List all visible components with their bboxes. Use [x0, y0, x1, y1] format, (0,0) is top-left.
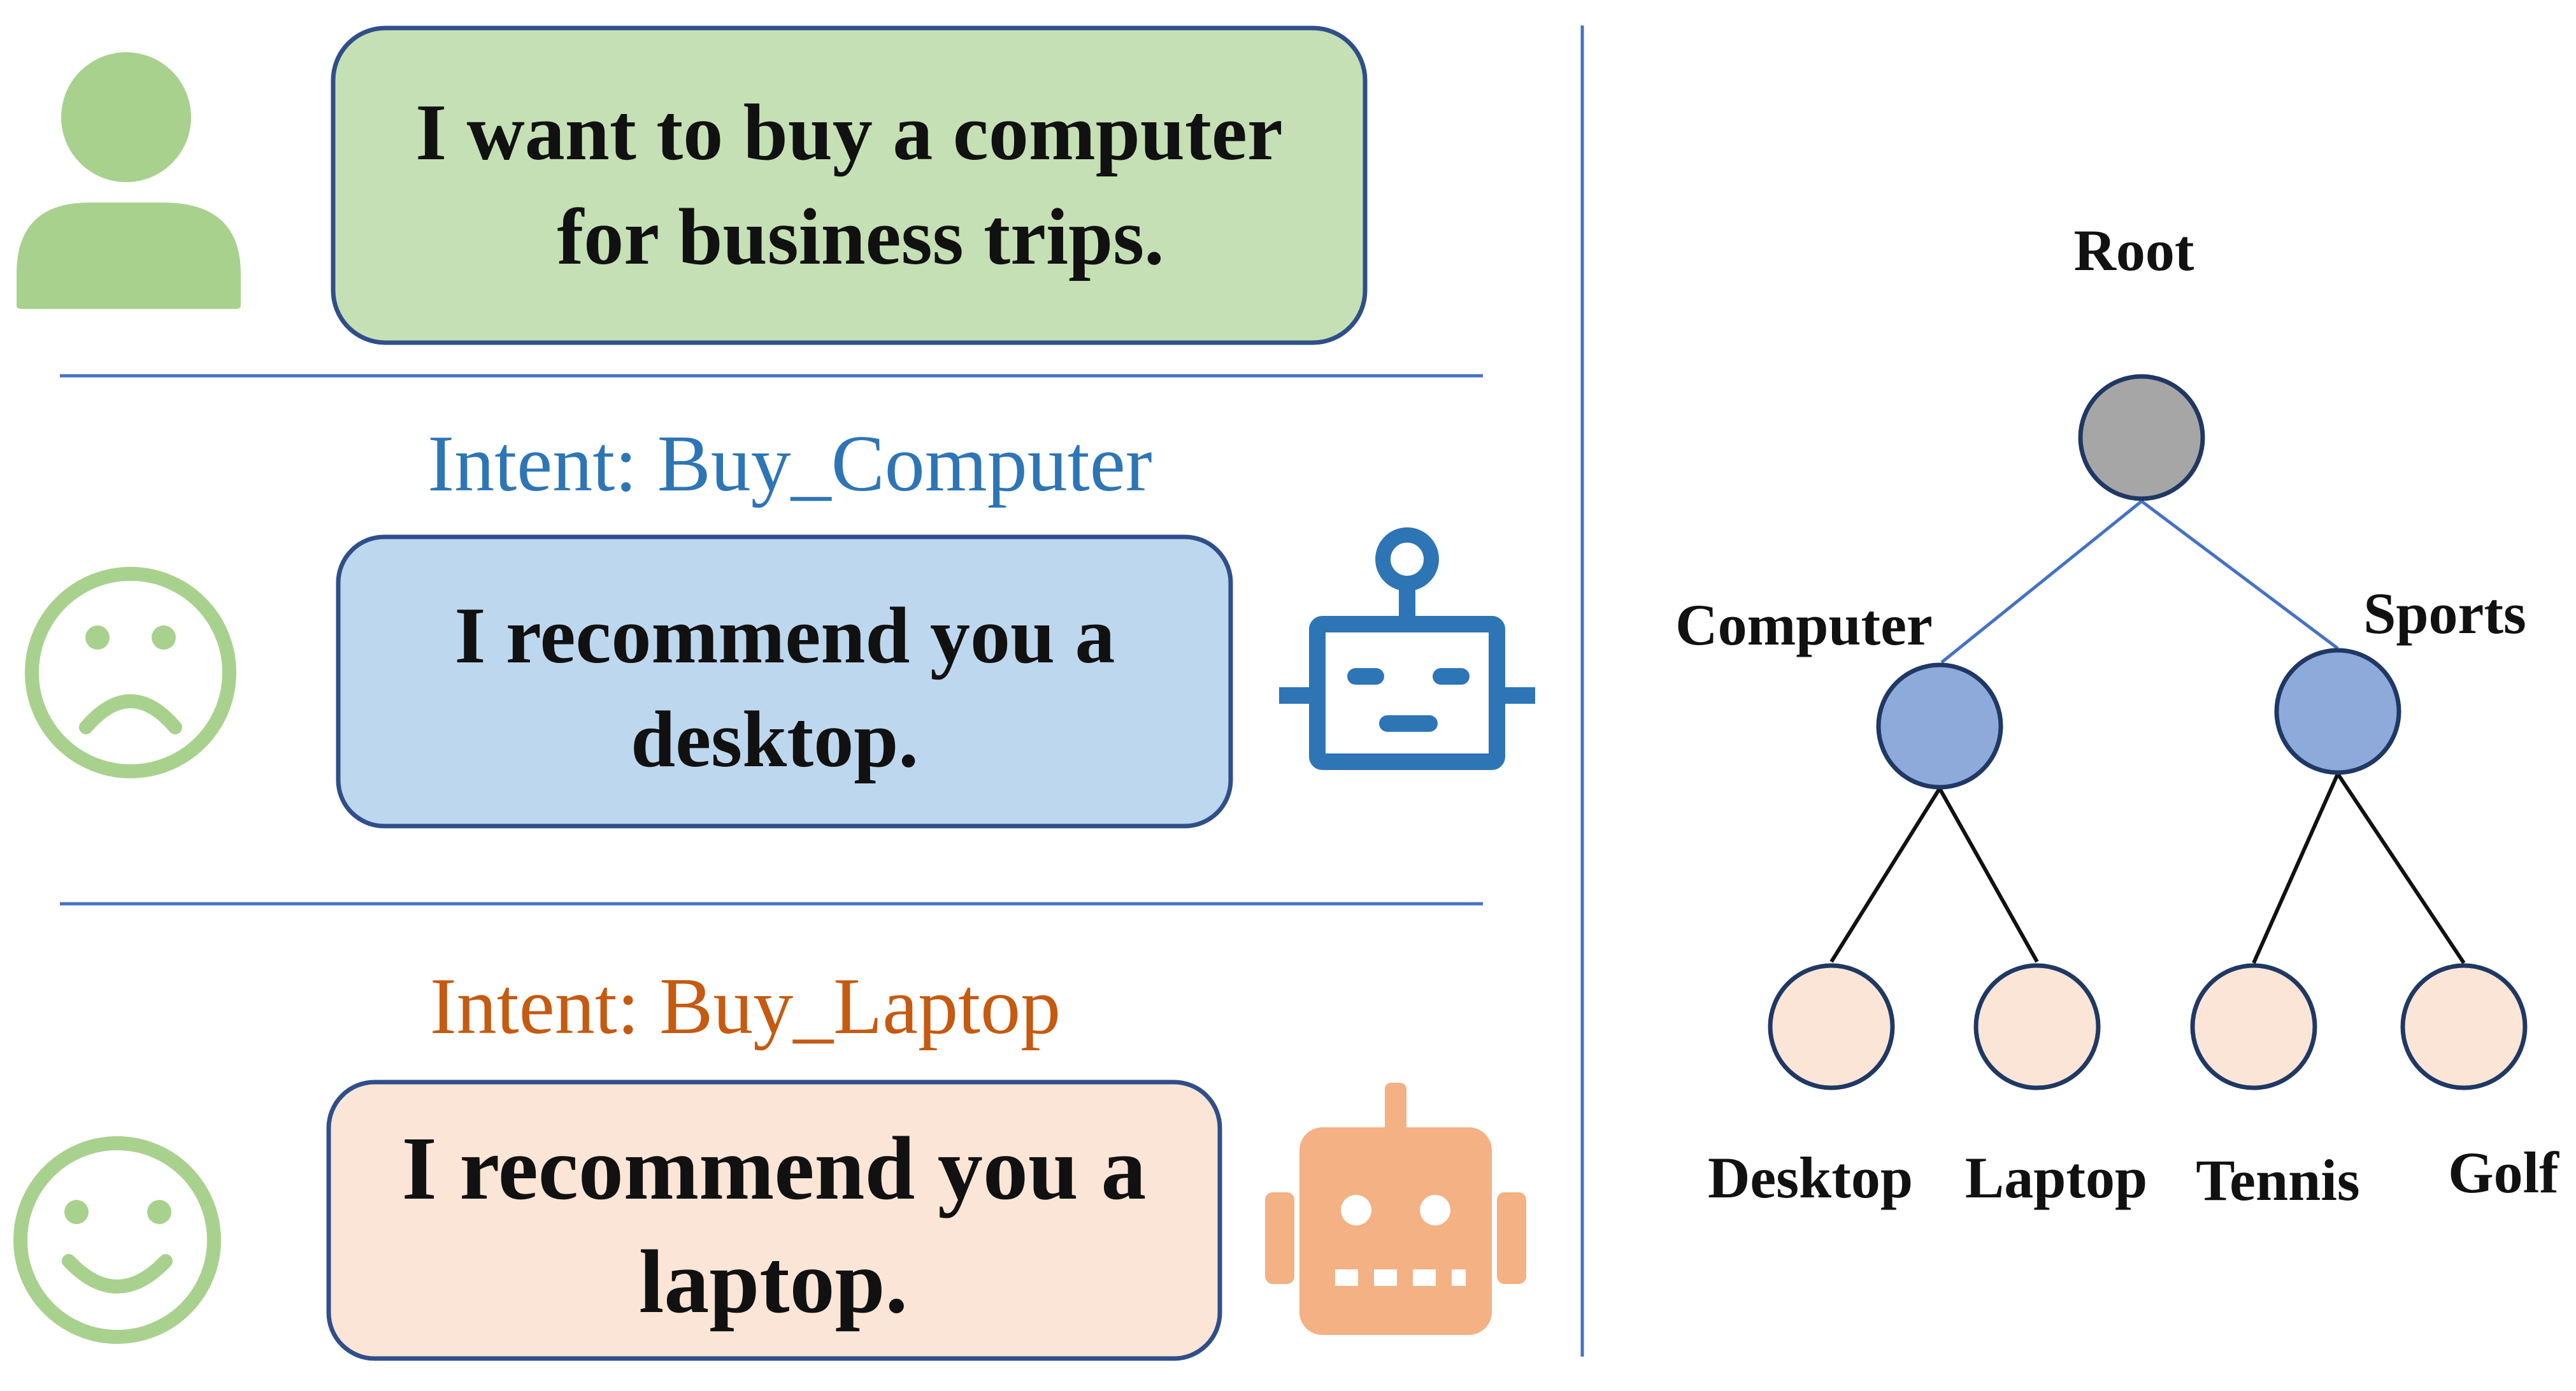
tree-label-computer: Computer [1675, 592, 1933, 657]
robot-filled-icon [1265, 1083, 1526, 1335]
sad-face-icon [25, 567, 236, 778]
edge-sports-golf [2336, 773, 2466, 964]
user-message-line-1: I want to buy a computer [415, 89, 1283, 177]
bot-response-laptop-line-1: I recommend you a [402, 1118, 1147, 1218]
user-message-bubble: I want to buy a computer for business tr… [331, 25, 1368, 345]
happy-face-icon [13, 1136, 221, 1344]
bot-response-bubble-desktop: I recommend you a desktop. [336, 534, 1233, 829]
intent-label-buy-computer: Intent: Buy_Computer [427, 420, 1152, 508]
bot-response-bubble-laptop: I recommend you a laptop. [326, 1080, 1222, 1361]
intent-tree: Root Computer Sports Desktop Laptop Tenn… [1675, 218, 2559, 1213]
bot-response-desktop-line-1: I recommend you a [454, 592, 1115, 680]
tree-node-laptop [1973, 963, 2101, 1090]
tree-node-golf [2400, 963, 2528, 1090]
tree-label-root: Root [2073, 218, 2194, 283]
edge-root-sports [2140, 500, 2339, 650]
bot-response-desktop-line-2: desktop. [631, 696, 919, 784]
user-message-line-2: for business trips. [557, 193, 1164, 282]
tree-label-sports: Sports [2363, 581, 2526, 646]
tree-node-tennis [2190, 963, 2317, 1090]
bot-response-laptop-line-2: laptop. [639, 1231, 908, 1332]
edge-root-computer [1940, 500, 2143, 664]
tree-node-computer [1876, 662, 2003, 790]
tree-label-tennis: Tennis [2196, 1148, 2359, 1213]
edge-computer-desktop [1829, 787, 1942, 963]
tree-node-root [2078, 374, 2205, 501]
tree-label-golf: Golf [2448, 1140, 2559, 1205]
tree-label-desktop: Desktop [1708, 1145, 1913, 1210]
tree-node-sports [2274, 648, 2401, 775]
tree-node-desktop [1768, 963, 1895, 1090]
edge-sports-tennis [2252, 773, 2340, 964]
tree-label-laptop: Laptop [1965, 1145, 2147, 1210]
edge-computer-laptop [1938, 787, 2039, 963]
robot-outline-icon [1279, 527, 1535, 770]
user-person-icon [17, 52, 241, 309]
intent-label-buy-laptop: Intent: Buy_Laptop [430, 962, 1061, 1051]
